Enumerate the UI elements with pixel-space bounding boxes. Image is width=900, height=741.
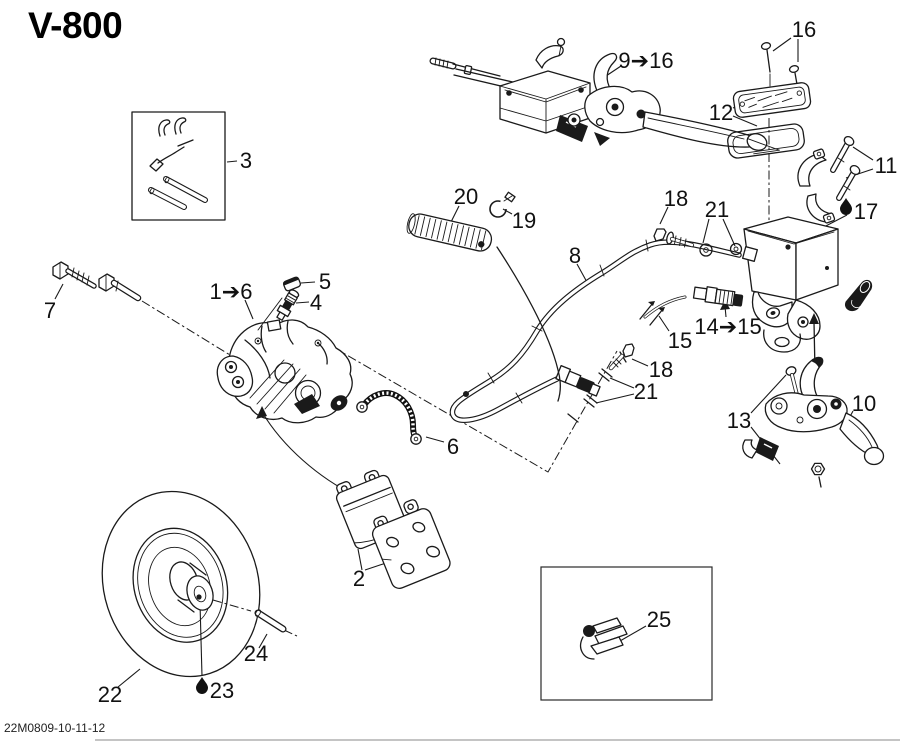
part-label-5: 5 [319,269,331,294]
oil-droplet-icon [196,677,208,694]
reservoir-gasket [727,123,805,159]
reservoir-cover [732,82,812,118]
document-code: 22M0809-10-11-12 [4,721,106,735]
part-label-21-upper: 21 [705,197,729,222]
part-label-7: 7 [44,298,56,323]
cotter-pins [639,301,665,326]
cable-threads [434,57,449,69]
part-label-24: 24 [244,641,268,666]
part-label-14-15: 14➔15 [694,314,761,339]
part-label-12: 12 [709,100,733,125]
slide-pin [148,187,187,210]
lever-nut [810,462,826,488]
clip-pin [174,117,187,135]
front-brake-lever-assembly [429,37,768,151]
cable-adjuster [643,286,744,319]
mounting-kit-box [131,111,226,221]
part-label-2: 2 [353,566,365,591]
protector-hose [406,213,493,252]
reservoir-top-clamp [535,37,566,69]
hose-end-fitting [555,364,601,397]
clip-kit-box [540,566,713,701]
clip-box-outline [540,566,713,701]
o-rings [699,242,758,262]
hose-collars [487,239,649,404]
rubber-boot-cone [845,279,873,312]
clamp-half-upper [797,153,827,187]
part-label-4: 4 [310,290,322,315]
parking-brake-lever-assembly [742,313,885,488]
bleeder-cap [282,276,302,292]
oil-droplet-icon [840,198,852,215]
caliper-hatching [249,359,307,414]
part-label-18-upper: 18 [664,186,688,211]
banjo-washers [567,368,613,423]
kit-box-outline [131,111,226,221]
part-label-23: 23 [210,678,234,703]
brake-caliper [216,319,357,497]
caliper-mounting-bolts [52,261,142,302]
part-label-21-lower: 21 [634,379,658,404]
hub-pin [254,609,287,633]
hose-clamp [489,191,516,218]
clip-pin [158,119,171,137]
part-label-9-16: 9➔16 [618,48,673,73]
axis-lines [141,118,770,637]
lever-bolt [785,366,799,397]
part-label-18-lower: 18 [649,357,673,382]
part-label-8: 8 [569,243,581,268]
brake-pad-right [371,499,451,589]
banjo-bolt-upper [653,228,695,248]
part-label-3: 3 [240,148,252,173]
banjo-bolt-lower [608,343,635,371]
reservoir-cover-screws [760,42,800,91]
part-label-1-6: 1➔6 [210,279,253,304]
brake-pads [335,469,451,589]
lever-ball-end [863,446,885,466]
handlebar-clamp-set [797,135,861,224]
lever-cam-horn [593,52,618,94]
slide-pin [163,176,208,203]
caliper-hose [356,390,422,445]
bent-lever-rod [149,139,194,172]
part-label-13: 13 [727,408,751,433]
part-label-11: 11 [875,153,898,178]
cylinder-pivot-lug [786,299,821,340]
brake-cable [496,246,561,402]
part-label-17: 17 [854,199,878,224]
part-label-20: 20 [454,184,478,209]
spring-clip [579,617,628,660]
part-label-22: 22 [98,682,122,707]
lever-underside [556,115,588,142]
part-label-6: 6 [447,434,459,459]
part-label-10: 10 [852,391,876,416]
brake-lever-blade [642,111,756,148]
brake-disc [101,490,261,678]
page-title: V-800 [28,5,122,46]
disc-hub [169,561,214,613]
part-label-16: 16 [792,17,816,42]
part-label-19: 19 [512,208,536,233]
rear-master-cylinder [743,216,873,353]
part-label-25: 25 [647,607,671,632]
part-label-15: 15 [668,328,692,353]
bleeder-valve [257,289,300,331]
